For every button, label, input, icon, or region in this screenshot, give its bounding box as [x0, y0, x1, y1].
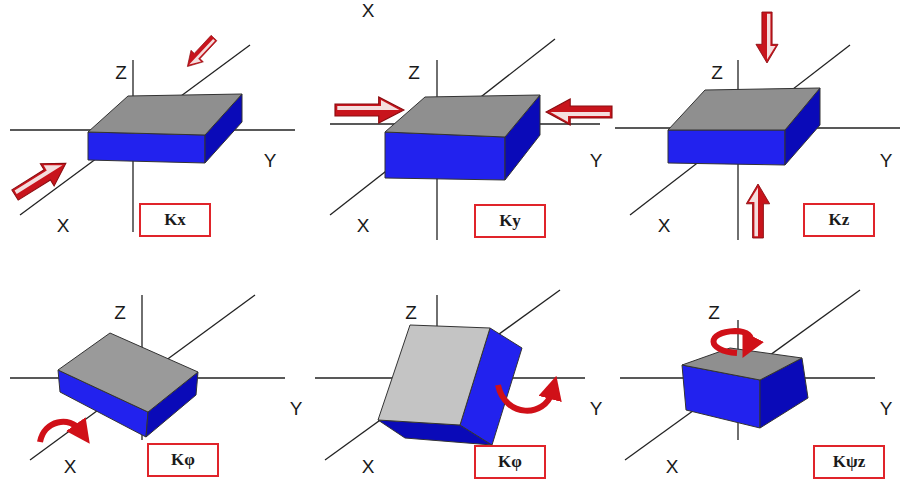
axis-label: Z: [115, 63, 127, 82]
stiffness-box: Kφ: [474, 445, 546, 479]
moment-arrow: [40, 331, 751, 442]
axis-label: X: [362, 457, 375, 476]
stiffness-box: Kz: [803, 203, 875, 237]
stiffness-symbol: Kz: [829, 210, 850, 230]
axis-label: X: [57, 216, 70, 235]
axis-label: Z: [114, 303, 126, 322]
stiffness-box: Kφ: [147, 443, 219, 477]
stiffness-symbol: Kφ: [171, 450, 195, 470]
axis-label: Y: [590, 399, 603, 418]
axis-label: X: [357, 216, 370, 235]
axis-label: X: [64, 457, 77, 476]
stiffness-symbol: Ky: [499, 211, 521, 231]
stiffness-symbol: Kφ: [498, 452, 522, 472]
axis-label: Z: [708, 303, 720, 322]
axis-label: Y: [290, 399, 303, 418]
axis-label: X: [658, 216, 671, 235]
axis-label: Z: [405, 303, 417, 322]
axis-label: Z: [711, 63, 723, 82]
axis-label: X: [362, 1, 375, 20]
coordinate-axes: [10, 39, 900, 460]
stiffness-box: Kψz: [813, 445, 885, 479]
axis-label: Y: [880, 399, 893, 418]
stiffness-box: Kx: [139, 203, 211, 237]
axis-label: Y: [590, 151, 603, 170]
force-arrow: [8, 12, 778, 238]
axis-label: Z: [408, 63, 420, 82]
axis-label: Y: [264, 151, 277, 170]
stiffness-symbol: Kx: [164, 210, 186, 230]
axis-label: X: [666, 457, 679, 476]
rigid-block: [58, 88, 820, 445]
axis-label: Y: [880, 151, 893, 170]
stiffness-box: Ky: [474, 204, 546, 238]
stiffness-symbol: Kψz: [833, 452, 865, 472]
